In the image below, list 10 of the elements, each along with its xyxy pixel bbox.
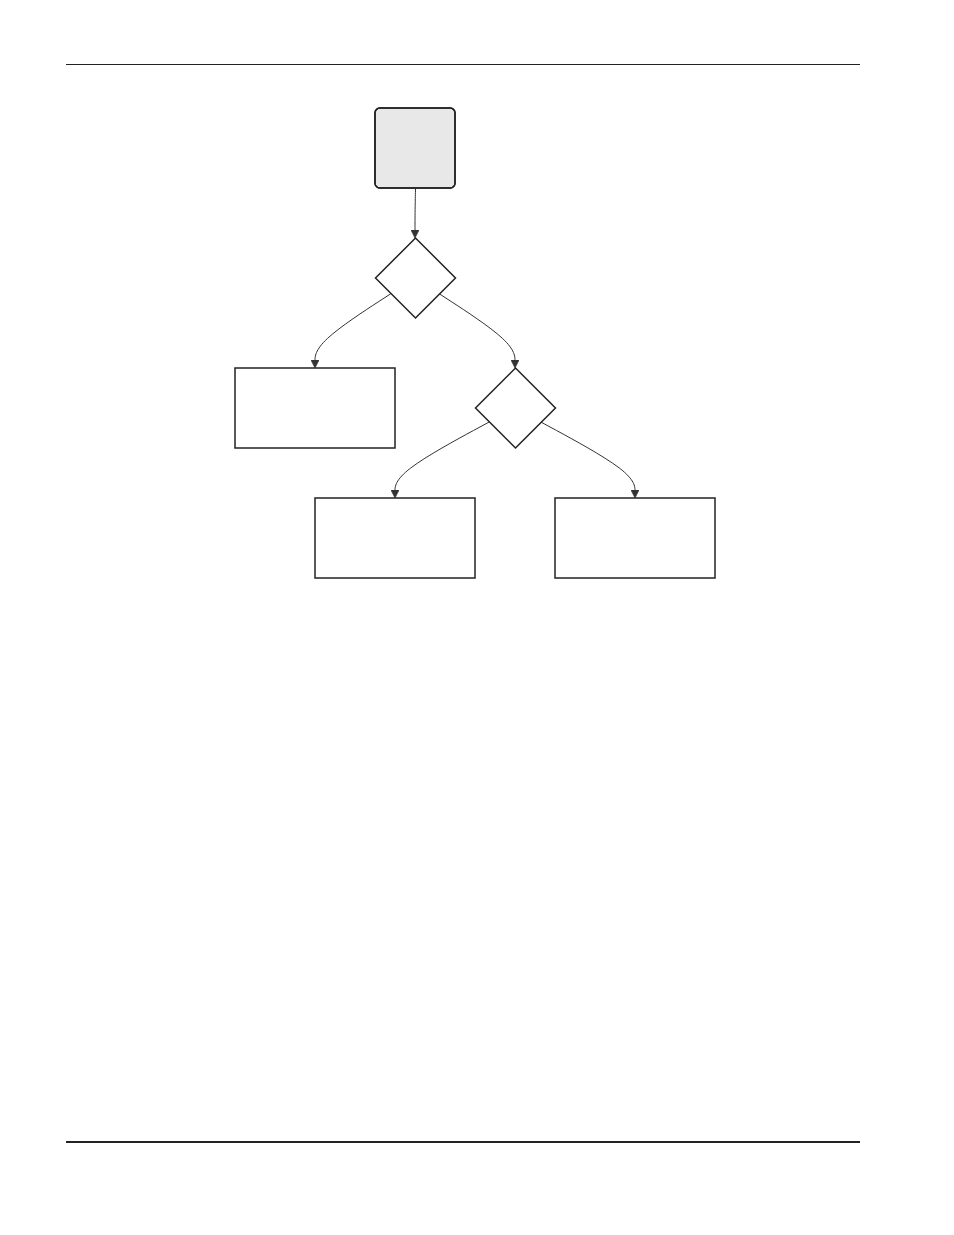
- arrow: [390, 421, 490, 499]
- arrow: [410, 188, 420, 239]
- node-diamond: [474, 366, 557, 450]
- arrow: [438, 293, 520, 369]
- arrow: [540, 421, 640, 499]
- node-box: [554, 497, 716, 579]
- node-diamond: [374, 236, 457, 320]
- node-box: [234, 367, 396, 449]
- node-box: [314, 497, 476, 579]
- arrow: [310, 293, 392, 369]
